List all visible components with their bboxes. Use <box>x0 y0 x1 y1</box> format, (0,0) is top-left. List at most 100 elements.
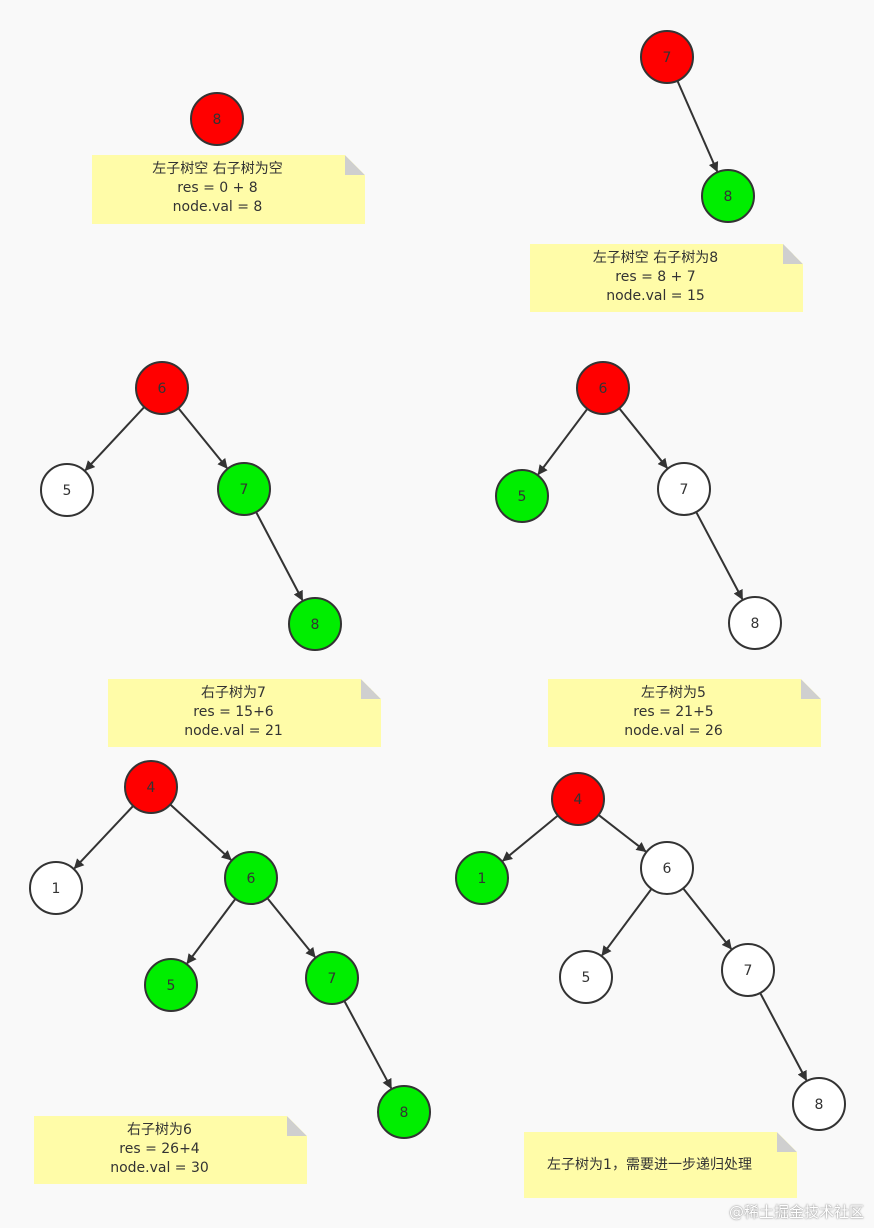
tree-node-p5-n6: 6 <box>224 851 278 905</box>
edge-arrow-p2-n7-n8 <box>675 78 719 173</box>
node-circle <box>377 1085 431 1139</box>
node-circle <box>144 958 198 1012</box>
note-line: 左子树为1，需要进一步递归处理 <box>547 1156 752 1173</box>
node-label: 4 <box>574 792 583 808</box>
node-label: 6 <box>247 871 256 887</box>
note-line: node.val = 15 <box>606 288 705 304</box>
note-line: node.val = 26 <box>624 723 723 739</box>
node-label: 8 <box>311 617 320 633</box>
tree-node-p5-n4: 4 <box>124 760 178 814</box>
tree-node-p5-n7: 7 <box>305 951 359 1005</box>
edge-arrow-p5-n4-n6 <box>168 802 232 861</box>
edge-arrow-p6-n7-n8 <box>758 990 808 1082</box>
note-line: 左子树空 右子树为空 <box>152 161 283 177</box>
node-label: 5 <box>582 970 591 986</box>
note-line: 左子树空 右子树为8 <box>592 250 719 266</box>
tree-node-p2-n7: 7 <box>640 30 694 84</box>
edge-arrow-p5-n6-n5 <box>186 896 238 965</box>
edge-arrow-p4-n6-n7 <box>617 406 668 469</box>
tree-node-p6-n4: 4 <box>551 772 605 826</box>
tree-node-p4-n8: 8 <box>728 596 782 650</box>
note-panel-5: 右子树为6 res = 26+4 node.val = 30 <box>34 1116 307 1184</box>
tree-node-p4-n5: 5 <box>495 469 549 523</box>
node-label: 8 <box>400 1105 409 1121</box>
node-label: 5 <box>63 483 72 499</box>
note-line: res = 8 + 7 <box>615 269 696 285</box>
node-circle <box>495 469 549 523</box>
node-circle <box>721 943 775 997</box>
edge-arrow-p6-n6-n5 <box>601 886 654 957</box>
node-circle <box>576 361 630 415</box>
edge-arrow-p4-n7-n8 <box>694 509 744 601</box>
node-circle <box>640 841 694 895</box>
node-circle <box>640 30 694 84</box>
node-label: 5 <box>167 978 176 994</box>
node-circle <box>135 361 189 415</box>
node-label: 1 <box>52 881 61 897</box>
tree-node-p5-n8: 8 <box>377 1085 431 1139</box>
node-circle <box>124 760 178 814</box>
node-label: 1 <box>478 871 487 887</box>
edge-arrow-p5-n6-n7 <box>265 896 316 958</box>
tree-node-p6-n8: 8 <box>792 1077 846 1131</box>
node-circle <box>40 463 94 517</box>
node-label: 7 <box>240 482 249 498</box>
node-circle <box>728 596 782 650</box>
note-panel-3: 右子树为7 res = 15+6 node.val = 21 <box>108 679 381 747</box>
edge-arrow-p4-n6-n5 <box>537 406 590 476</box>
node-circle <box>305 951 359 1005</box>
tree-node-p2-n8: 8 <box>701 169 755 223</box>
tree-node-p6-n6: 6 <box>640 841 694 895</box>
edge-arrow-p5-n4-n1 <box>73 803 136 870</box>
node-label: 7 <box>680 482 689 498</box>
node-circle <box>701 169 755 223</box>
note-panel-4: 左子树为5 res = 21+5 node.val = 26 <box>548 679 821 747</box>
tree-node-p3-n6: 6 <box>135 361 189 415</box>
tree-node-p6-n5: 5 <box>559 950 613 1004</box>
tree-node-p3-n8: 8 <box>288 597 342 651</box>
edge-arrow-p3-n7-n8 <box>254 509 304 601</box>
node-label: 5 <box>518 489 527 505</box>
note-line: node.val = 30 <box>110 1160 209 1176</box>
note-line: node.val = 21 <box>184 723 283 739</box>
edge-arrow-p6-n4-n1 <box>502 813 561 862</box>
tree-node-p4-n6: 6 <box>576 361 630 415</box>
watermark: @稀土掘金技术社区 <box>728 1203 864 1221</box>
node-label: 8 <box>213 112 222 128</box>
node-circle <box>792 1077 846 1131</box>
note-line: res = 21+5 <box>633 704 714 720</box>
tree-node-p6-n7: 7 <box>721 943 775 997</box>
node-label: 6 <box>158 381 167 397</box>
node-circle <box>657 462 711 516</box>
node-label: 4 <box>147 780 156 796</box>
tree-node-p5-n5: 5 <box>144 958 198 1012</box>
node-label: 7 <box>663 50 672 66</box>
edge-arrow-p6-n4-n6 <box>596 812 647 853</box>
tree-node-p1-n8: 8 <box>190 92 244 146</box>
node-label: 8 <box>815 1097 824 1113</box>
node-label: 8 <box>751 616 760 632</box>
edges-layer <box>73 78 808 1090</box>
node-label: 7 <box>744 963 753 979</box>
edge-arrow-p5-n7-n8 <box>342 998 393 1090</box>
note-line: 左子树为5 <box>641 685 706 701</box>
nodes-layer: 8 7 8 6 5 7 8 6 5 7 8 4 1 6 5 7 8 4 1 6 5 7 8 <box>29 30 846 1139</box>
note-line: res = 0 + 8 <box>177 180 258 196</box>
node-circle <box>224 851 278 905</box>
node-label: 6 <box>599 381 608 397</box>
node-circle <box>288 597 342 651</box>
edge-arrow-p3-n6-n7 <box>176 406 228 469</box>
note-panel-1: 左子树空 右子树为空 res = 0 + 8 node.val = 8 <box>92 155 365 224</box>
tree-node-p3-n7: 7 <box>217 462 271 516</box>
tree-node-p4-n7: 7 <box>657 462 711 516</box>
node-circle <box>217 462 271 516</box>
note-line: 右子树为6 <box>127 1122 192 1138</box>
node-label: 8 <box>724 189 733 205</box>
node-circle <box>551 772 605 826</box>
node-label: 7 <box>328 971 337 987</box>
node-circle <box>29 861 83 915</box>
edge-arrow-p3-n6-n5 <box>84 404 147 471</box>
tree-node-p5-n1: 1 <box>29 861 83 915</box>
tree-node-p6-n1: 1 <box>455 851 509 905</box>
